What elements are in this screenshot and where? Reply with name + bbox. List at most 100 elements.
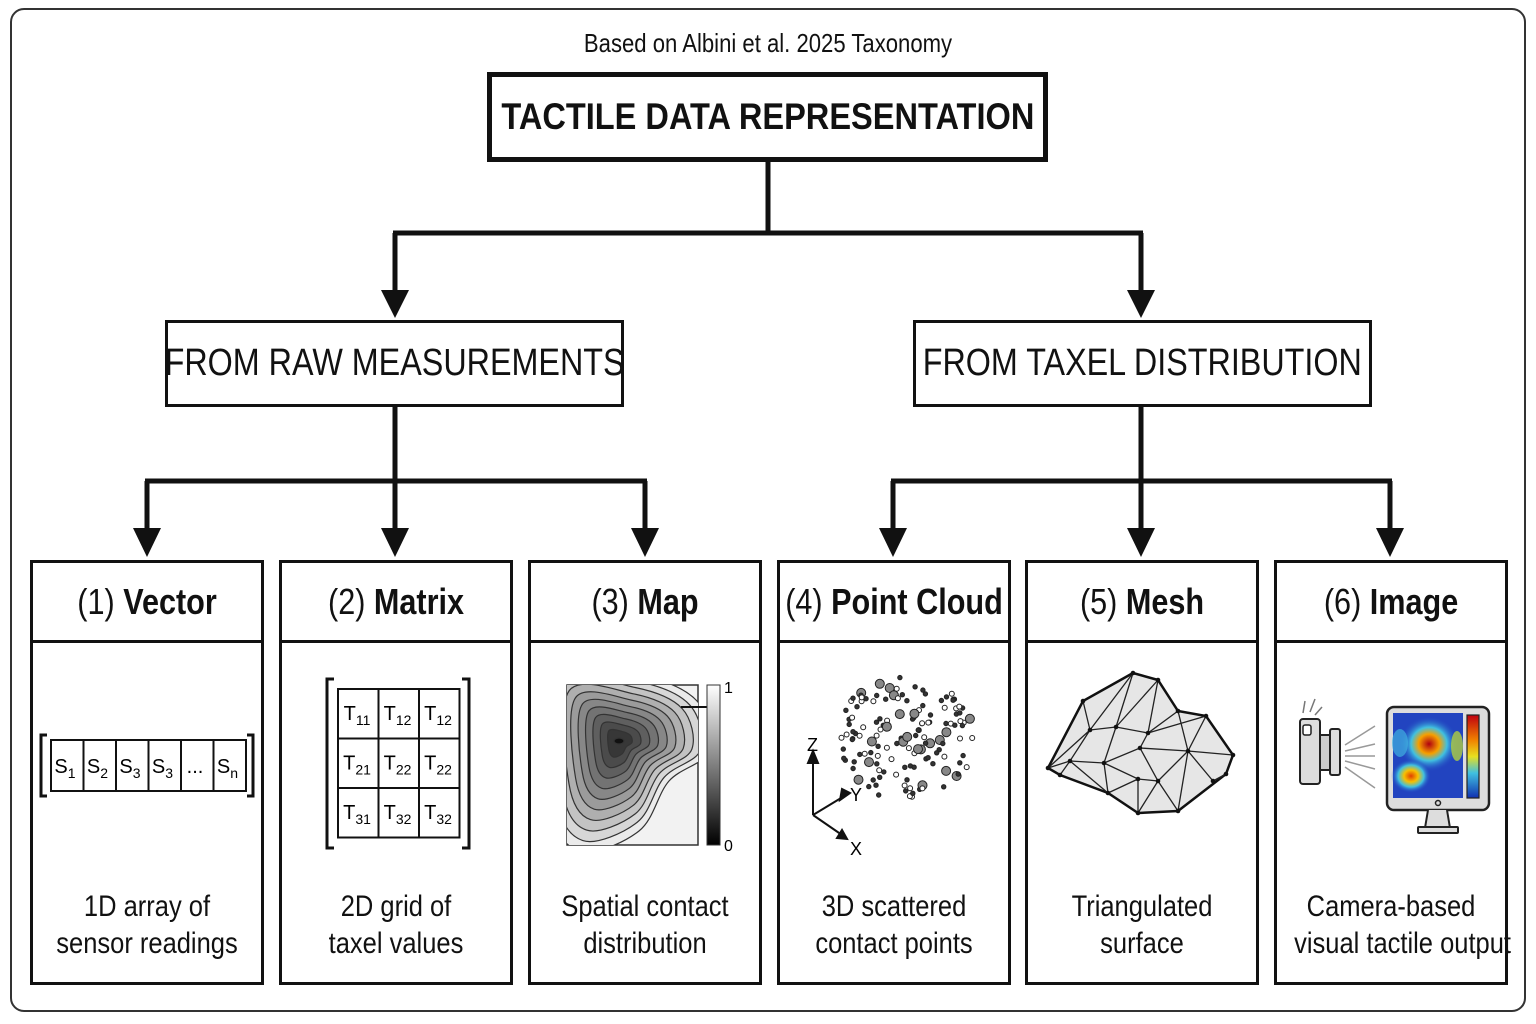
cloud-point: [957, 718, 964, 725]
cell-base: S: [87, 756, 100, 778]
cloud-point: [883, 696, 889, 702]
cell-label: T12: [384, 703, 412, 728]
cloud-point: [969, 735, 976, 741]
cell-subscript: 3: [133, 765, 141, 781]
cell-subscript: 1: [68, 765, 76, 781]
cloud-point: [922, 691, 929, 697]
cell-base: S: [119, 756, 132, 778]
cloud-point: [920, 687, 926, 693]
cloud-point: [894, 709, 905, 720]
arrow-head: [879, 528, 907, 557]
card-number: (2): [327, 580, 366, 622]
cloud-point: [943, 694, 950, 700]
cloud-point: [843, 707, 849, 714]
diagram-frame: [10, 8, 1526, 1012]
matrix-cell: [337, 737, 380, 789]
cloud-point: [840, 746, 846, 752]
cloud-point: [919, 785, 926, 792]
cloud-point: [909, 708, 920, 719]
arrow-head: [133, 528, 161, 557]
colorbar-min: 0: [724, 838, 733, 855]
cloud-point: [876, 792, 882, 798]
cloud-point: [921, 734, 928, 741]
mesh-vertex: [1155, 677, 1161, 683]
desc-line: Spatial contact: [561, 890, 729, 923]
cloud-point: [905, 745, 912, 752]
cloud-point: [864, 757, 874, 768]
cell-subscript: 21: [355, 762, 371, 778]
cell-label: T32: [384, 802, 412, 827]
connector-taxel: [890, 405, 1393, 530]
card-title: Mesh: [1125, 580, 1205, 622]
light-rays: [1344, 725, 1376, 789]
mesh-vertex: [1145, 730, 1151, 736]
cloud-point: [876, 767, 883, 774]
cell-label: S3: [152, 756, 173, 781]
colorbar: [706, 684, 721, 846]
mesh-vertex: [1155, 778, 1161, 784]
cell-base: S: [217, 756, 230, 778]
mesh-vertex: [1130, 670, 1136, 676]
cell-subscript: n: [230, 765, 238, 781]
axis-x-label: X: [850, 839, 862, 859]
arrow-head: [1376, 528, 1404, 557]
mesh-vertex: [1210, 778, 1216, 784]
cloud-point: [910, 790, 916, 797]
cell-base: T: [384, 703, 396, 725]
axis-y-label: Y: [850, 785, 862, 805]
mesh-vertex: [1087, 727, 1093, 733]
cloud-point: [841, 755, 847, 762]
colorbar-max: 1: [724, 680, 733, 697]
desc-line: taxel values: [328, 927, 464, 960]
cloud-point: [861, 750, 868, 757]
cloud-point: [873, 732, 880, 739]
card-number: (6): [1323, 580, 1362, 622]
matrix-cell: [418, 787, 461, 839]
cloud-point: [838, 734, 845, 741]
cloud-point: [938, 697, 945, 704]
arrow-head: [381, 290, 409, 318]
cloud-point: [903, 788, 909, 794]
mesh-vertex: [1185, 748, 1191, 754]
cloud-point: [934, 750, 940, 756]
cloud-point: [881, 769, 887, 775]
cloud-point: [907, 785, 914, 792]
mesh-vertex: [1137, 745, 1143, 751]
arrow-head: [1127, 290, 1155, 318]
cell-subscript: 12: [396, 712, 412, 728]
cloud-point: [857, 751, 863, 758]
cloud-point: [963, 764, 970, 771]
cloud-point: [902, 764, 908, 771]
cell-subscript: 22: [396, 762, 412, 778]
card-title: Matrix: [373, 580, 465, 622]
cloud-point: [854, 704, 860, 710]
category-taxel-distribution: FROM TAXEL DISTRIBUTION: [913, 320, 1372, 407]
mesh-illustration: [1045, 670, 1236, 816]
heatmap-colorbar: [1466, 714, 1480, 799]
cell-label: T31: [343, 802, 371, 827]
mesh-vertex: [1223, 771, 1229, 777]
camera-icon: [1299, 698, 1341, 785]
cloud-point: [893, 685, 900, 692]
desc-line: surface: [1100, 927, 1184, 960]
card-header: (3) Map: [531, 563, 759, 643]
card-title: Image: [1369, 580, 1459, 622]
category-raw-measurements: FROM RAW MEASUREMENTS: [165, 320, 624, 407]
contour-peak: [613, 737, 625, 745]
cloud-point: [959, 722, 966, 729]
cloud-point: [875, 743, 881, 750]
card-title: Vector: [123, 580, 217, 622]
cloud-point: [957, 760, 963, 766]
cloud-point: [925, 755, 931, 761]
image-illustration: [1299, 698, 1491, 834]
cloud-point: [860, 724, 867, 731]
cloud-point: [894, 740, 900, 747]
mesh-vertex: [1135, 810, 1141, 816]
cloud-point: [922, 740, 929, 746]
cloud-point: [870, 698, 877, 705]
cell-label: T22: [424, 753, 452, 778]
cloud-point: [920, 702, 926, 709]
